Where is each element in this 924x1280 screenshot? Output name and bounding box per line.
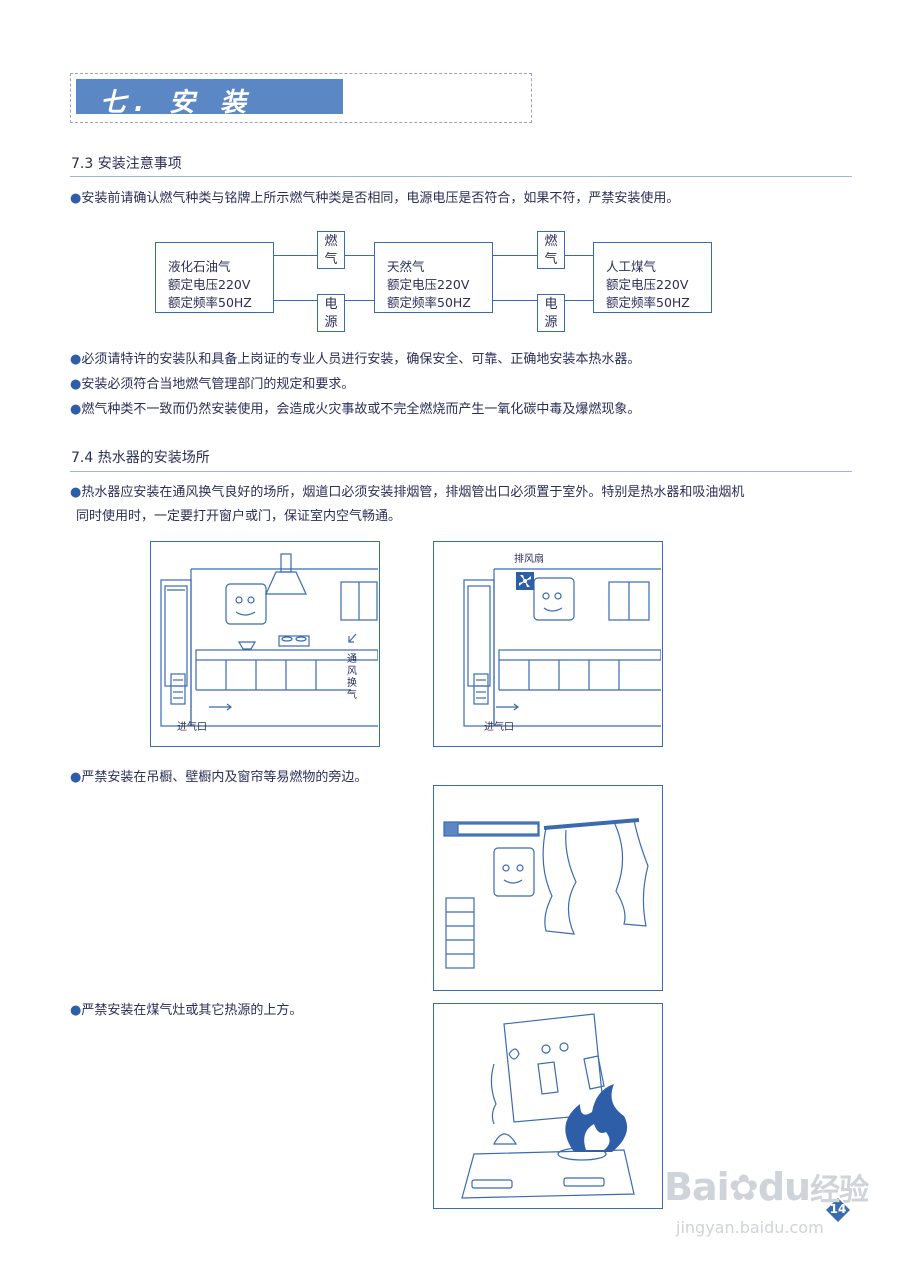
page-number: 14 [829,1202,847,1216]
paragraph: ●严禁安装在吊橱、壁橱内及窗帘等易燃物的旁边。 [70,770,368,785]
power-label: 电源 [317,294,345,332]
ventilation-label: 通 风 换 气 [347,654,357,701]
natural-gas-box: 天然气 额定电压220V 额定频率50HZ [374,242,493,313]
watermark-logo: Bai✿du经验 [664,1165,869,1209]
paragraph: ●严禁安装在煤气灶或其它热源的上方。 [70,1003,303,1018]
paragraph: ●热水器应安装在通风换气良好的场所，烟道口必须安装排烟管，排烟管出口必须置于室外… [70,485,745,524]
kitchen-range-hood-illustration: 通 风 换 气 进气口 [150,541,380,747]
chapter-title: 七. 安 装 [100,88,254,118]
gas-label: 燃气 [317,231,345,269]
kitchen-exhaust-fan-illustration: 排风扇 进气口 [433,541,663,747]
stove-heat-source-illustration [433,1003,663,1209]
header-bar [76,79,343,114]
paw-icon: ✿ [728,1168,759,1209]
power-label: 电源 [537,294,565,332]
exhaust-fan-label: 排风扇 [514,554,544,565]
section-title-7-4: 7.4 热水器的安装场所 [71,450,210,466]
gas-label: 燃气 [537,231,565,269]
header-frame [70,73,532,123]
artificial-gas-box: 人工煤气 额定电压220V 额定频率50HZ [593,242,712,313]
paragraph: ●燃气种类不一致而仍然安装使用，会造成火灾事故或不完全燃烧而产生一氧化碳中毒及爆… [70,402,641,417]
section-title-7-3: 7.3 安装注意事项 [71,156,182,172]
watermark-url: jingyan.baidu.com [676,1218,824,1237]
lpg-box: 液化石油气 额定电压220V 额定频率50HZ [155,242,274,313]
flammable-curtain-illustration [433,785,663,991]
air-inlet-label: 进气口 [484,722,514,733]
paragraph: ●安装必须符合当地燃气管理部门的规定和要求。 [70,377,355,392]
diamond-icon [826,1198,850,1222]
paragraph: ●安装前请确认燃气种类与铭牌上所示燃气种类是否相同，电源电压是否符合，如果不符，… [70,191,680,206]
section-rule [70,471,852,472]
paragraph: ●必须请特许的安装队和具备上岗证的专业人员进行安装，确保安全、可靠、正确地安装本… [70,352,641,367]
air-inlet-label: 进气口 [177,722,207,733]
section-rule [70,176,852,177]
page-number-badge: 14 [826,1198,850,1222]
